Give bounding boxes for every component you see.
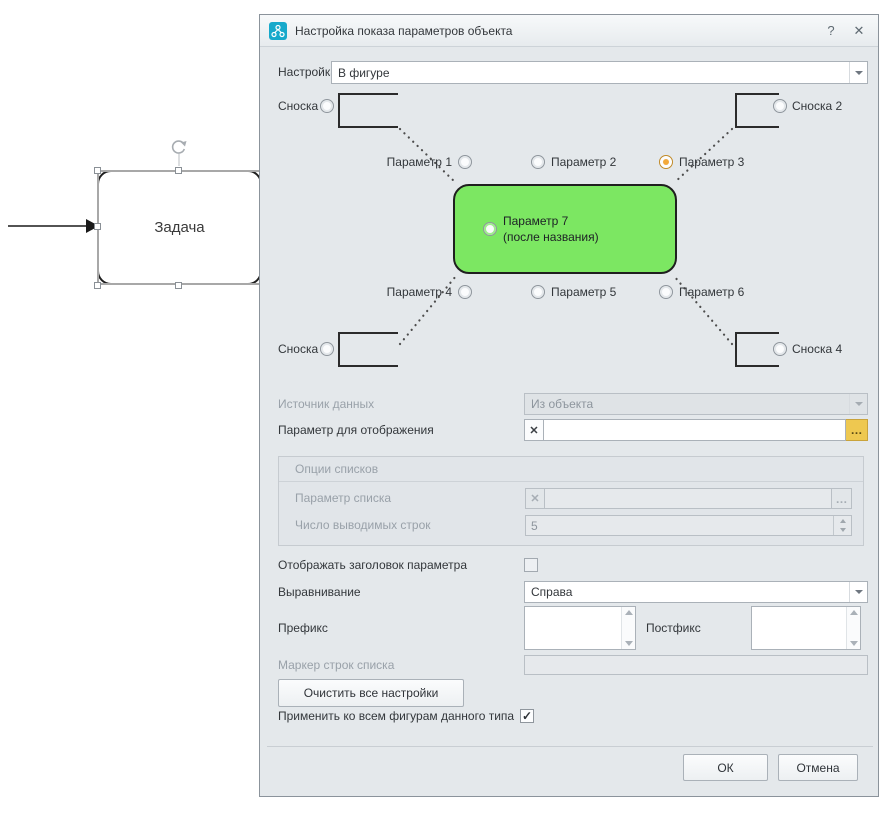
footnote-2-bracket [735, 93, 779, 128]
param-2-label: Параметр 2 [551, 155, 617, 169]
setting-value: В фигуре [338, 65, 390, 80]
display-param-editor: ✕ … [524, 419, 868, 441]
list-options-group-title: Опции списков [279, 457, 863, 482]
alignment-label: Выравнивание [278, 585, 361, 599]
browse-ellipsis-icon: … [832, 488, 852, 509]
param-1-radio[interactable] [458, 155, 472, 169]
ok-button[interactable]: ОК [683, 754, 768, 781]
alignment-value: Справа [531, 585, 573, 599]
scroll-up-icon[interactable] [849, 610, 858, 615]
param-3-radio[interactable] [659, 155, 673, 169]
clear-x-icon: ✕ [525, 488, 545, 509]
dropdown-arrow-icon[interactable] [849, 62, 867, 83]
list-options-group: Опции списков Параметр списка ✕ … Число … [278, 456, 864, 546]
display-param-input[interactable] [544, 419, 846, 441]
list-param-label: Параметр списка [295, 491, 392, 505]
dialog-object-parameter-display-settings: Настройка показа параметров объекта ? ✕ … [259, 14, 879, 797]
apply-to-all-label: Применить ко всем фигурам данного типа [278, 709, 515, 723]
param-7-radio[interactable] [483, 222, 497, 236]
resize-handle-middle-left[interactable] [94, 223, 101, 230]
dropdown-arrow-icon[interactable] [849, 582, 867, 602]
clear-all-settings-button[interactable]: Очистить все настройки [278, 679, 464, 707]
footnote-1-bracket [338, 93, 398, 128]
spin-down-icon [834, 526, 851, 536]
display-param-label: Параметр для отображения [278, 423, 434, 437]
list-marker-label: Маркер строк списка [278, 658, 395, 672]
footnote-3-radio[interactable] [320, 342, 334, 356]
scroll-down-icon[interactable] [624, 641, 633, 646]
setting-combobox[interactable]: В фигуре [331, 61, 868, 84]
footnote-1-radio[interactable] [320, 99, 334, 113]
param-5-label: Параметр 5 [551, 285, 617, 299]
param-6-radio[interactable] [659, 285, 673, 299]
resize-handle-top-middle[interactable] [175, 167, 182, 174]
footnote-1-label: Сноска 1 [278, 99, 329, 113]
show-header-label: Отображать заголовок параметра [278, 558, 468, 572]
dropdown-arrow-icon [849, 394, 867, 414]
dialog-titlebar[interactable]: Настройка показа параметров объекта ? ✕ [260, 15, 878, 47]
apply-to-all-row: Применить ко всем фигурам данного типа ✓ [278, 709, 535, 723]
rows-count-input [526, 516, 833, 535]
apply-to-all-checkbox[interactable]: ✓ [520, 709, 535, 723]
spinner-rail [833, 516, 851, 535]
prefix-editor [524, 606, 636, 650]
postfix-label: Постфикс [646, 621, 701, 635]
central-shape-preview: Параметр 7 (после названия) [453, 184, 677, 274]
footnote-2-radio[interactable] [773, 99, 787, 113]
footnote-3-label: Сноска 3 [278, 342, 329, 356]
param-1-label: Параметр 1 [386, 155, 452, 169]
footnote-2-label: Сноска 2 [792, 99, 843, 113]
postfix-input[interactable] [752, 607, 846, 649]
list-marker-input [525, 656, 867, 674]
prefix-input[interactable] [525, 607, 621, 649]
list-marker-field [524, 655, 868, 675]
param-4-radio[interactable] [458, 285, 472, 299]
spin-up-icon [834, 516, 851, 526]
param-7-label: Параметр 7 (после названия) [503, 214, 599, 244]
resize-handle-bottom-middle[interactable] [175, 282, 182, 289]
footnote-4-label: Сноска 4 [792, 342, 843, 356]
list-param-input [545, 488, 832, 509]
footer-separator [267, 746, 873, 747]
postfix-scrollbar[interactable] [846, 607, 860, 649]
clear-x-icon[interactable]: ✕ [524, 419, 544, 441]
list-param-editor: ✕ … [525, 488, 852, 509]
rotation-handle-icon[interactable] [169, 138, 189, 168]
cancel-button[interactable]: Отмена [778, 754, 858, 781]
resize-handle-top-left[interactable] [94, 167, 101, 174]
arrowhead-icon [86, 219, 99, 233]
param-3-label: Параметр 3 [679, 155, 745, 169]
param-5-radio[interactable] [531, 285, 545, 299]
data-source-value: Из объекта [531, 397, 594, 411]
rows-count-label: Число выводимых строк [295, 518, 431, 532]
param-2-radio[interactable] [531, 155, 545, 169]
data-source-label: Источник данных [278, 397, 375, 411]
radio-selected-dot [663, 159, 669, 165]
param-6-label: Параметр 6 [679, 285, 745, 299]
resize-handle-bottom-left[interactable] [94, 282, 101, 289]
alignment-combobox[interactable]: Справа [524, 581, 868, 603]
scroll-down-icon[interactable] [849, 641, 858, 646]
checkmark-icon: ✓ [522, 709, 533, 723]
rows-count-spinner [525, 515, 852, 536]
incoming-arrow [8, 219, 99, 233]
param-4-label: Параметр 4 [386, 285, 452, 299]
dialog-title: Настройка показа параметров объекта [295, 23, 513, 38]
help-icon[interactable]: ? [827, 23, 835, 38]
setting-label: Настройка [278, 65, 338, 79]
prefix-scrollbar[interactable] [621, 607, 635, 649]
browse-ellipsis-icon[interactable]: … [846, 419, 868, 441]
close-icon[interactable]: ✕ [853, 22, 865, 38]
hierarchy-app-icon [269, 21, 287, 40]
prefix-label: Префикс [278, 621, 328, 635]
postfix-editor [751, 606, 861, 650]
scroll-up-icon[interactable] [624, 610, 633, 615]
footnote-4-bracket [735, 332, 779, 367]
task-shape-label: Задача [154, 219, 205, 236]
data-source-combobox: Из объекта [524, 393, 868, 415]
footnote-4-radio[interactable] [773, 342, 787, 356]
show-header-checkbox[interactable] [524, 558, 538, 572]
footnote-3-bracket [338, 332, 398, 367]
